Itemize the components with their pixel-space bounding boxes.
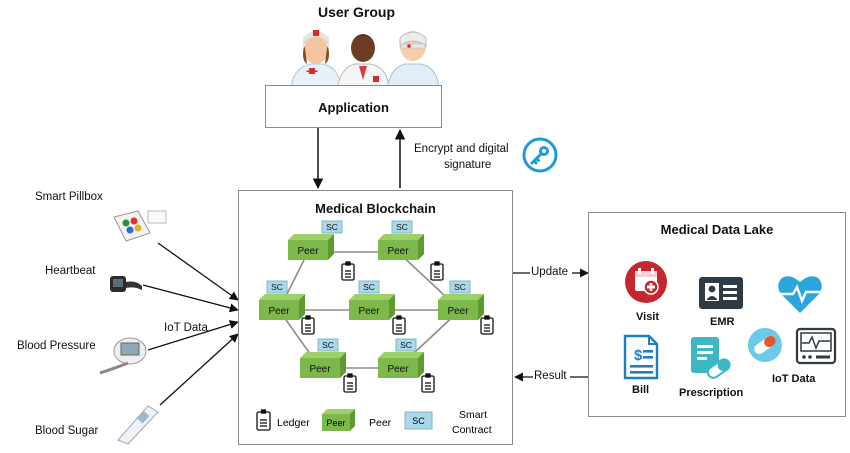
iot-data-label: IoT Data [164, 322, 208, 334]
sc-badge [266, 280, 288, 294]
medical-blockchain-title: Medical Blockchain [315, 201, 436, 216]
legend-peer-label: Peer [369, 417, 392, 429]
peer-node-5: SC Peer [438, 280, 484, 320]
legend-contract-label: Contract [452, 424, 492, 436]
data-lake-item-visit: Visit [636, 311, 660, 323]
legend-sc-label: SC [412, 416, 425, 426]
device-label-heartbeat: Heartbeat [45, 265, 96, 277]
ledger-icon [301, 315, 315, 335]
encrypt-label: Encrypt and digital signature [414, 141, 509, 173]
bp-arrow [147, 320, 239, 351]
doctor-icon [336, 34, 390, 92]
ledger-icon [480, 315, 494, 335]
iot-monitor-icon [795, 327, 837, 365]
patient-icon [386, 31, 440, 92]
svg-text:Peer: Peer [447, 306, 469, 317]
ledger-icons [301, 261, 494, 393]
medical-data-lake-box: Medical Data Lake [588, 212, 846, 417]
smart-pillbox-icon [113, 210, 167, 242]
sc-badge [358, 280, 380, 294]
heartbeat-arrow [142, 284, 239, 313]
peer-node-1: SC Peer [288, 220, 343, 260]
peer-node-4: SC Peer [349, 280, 395, 320]
application-box: Application [265, 85, 442, 128]
svg-text:Peer: Peer [297, 246, 319, 257]
emr-icon [699, 277, 743, 309]
svg-text:SC: SC [400, 340, 412, 350]
peer-node-2: SC Peer [378, 220, 424, 260]
svg-text:$: $ [634, 347, 643, 364]
peer-node-7: SC Peer [378, 338, 424, 378]
encrypt-label-line1: Encrypt and digital [414, 143, 509, 155]
medical-data-lake-title: Medical Data Lake [660, 222, 774, 237]
peer-node-6: SC Peer [300, 338, 346, 378]
data-lake-item-prescription: Prescription [679, 387, 744, 399]
svg-text:SC: SC [454, 282, 466, 292]
iot-data-icons [748, 327, 837, 365]
svg-text:SC: SC [271, 282, 283, 292]
blood-sugar-meter-icon [117, 405, 159, 445]
sc-badge [317, 338, 339, 352]
svg-text:Peer: Peer [268, 306, 290, 317]
device-label-blood-pressure: Blood Pressure [17, 340, 96, 352]
legend-ledger-label: Ledger [277, 417, 310, 429]
data-lake-item-emr: EMR [710, 316, 735, 328]
peer-node-3: SC Peer [259, 280, 305, 320]
pillbox-arrow [157, 242, 239, 301]
sc-badge [449, 280, 471, 294]
ledger-icon [341, 261, 355, 281]
svg-text:Peer: Peer [358, 306, 380, 317]
device-label-blood-sugar: Blood Sugar [35, 425, 99, 437]
data-lake-item-bill: Bill [632, 384, 650, 396]
blockchain-network: SC Peer SC Peer SC Peer SC Peer SC [256, 220, 494, 436]
ledger-icon [392, 315, 406, 335]
legend-peer-box-label: Peer [326, 418, 345, 428]
nurse-icon [290, 30, 342, 92]
ledger-icon [343, 373, 357, 393]
legend-ledger-icon [256, 409, 271, 431]
device-label-pillbox: Smart Pillbox [35, 191, 103, 203]
user-group-title: User Group [318, 4, 396, 20]
sugar-arrow [159, 333, 239, 406]
legend-peer-box: Peer [322, 409, 355, 431]
update-label: Update [531, 266, 569, 278]
user-group-illustration [290, 30, 440, 92]
svg-text:Peer: Peer [309, 364, 331, 375]
result-label: Result [534, 370, 567, 382]
encrypt-label-line2: signature [444, 159, 492, 171]
data-lake-item-iot-data: IoT Data [772, 373, 816, 385]
sc-badge [395, 338, 417, 352]
key-icon [522, 137, 558, 173]
heart-rate-icon [778, 276, 822, 313]
ledger-icon [421, 373, 435, 393]
sc-badge [321, 220, 343, 234]
sc-badge [391, 220, 413, 234]
legend-sc-box [404, 411, 433, 430]
prescription-icon [691, 337, 731, 379]
svg-text:SC: SC [326, 222, 338, 232]
bill-icon: $ [623, 334, 659, 380]
legend-smart-label: Smart [459, 409, 487, 421]
visit-icon [625, 261, 667, 303]
ledger-icon [430, 261, 444, 281]
blockchain-legend: Ledger Peer Peer SC Smart Contract [256, 409, 492, 436]
svg-text:SC: SC [363, 282, 375, 292]
heartbeat-monitor-icon [110, 276, 142, 292]
blood-pressure-monitor-icon [99, 337, 147, 375]
application-label: Application [318, 100, 389, 115]
svg-text:SC: SC [322, 340, 334, 350]
svg-text:SC: SC [396, 222, 408, 232]
svg-text:Peer: Peer [387, 246, 409, 257]
svg-text:Peer: Peer [387, 364, 409, 375]
